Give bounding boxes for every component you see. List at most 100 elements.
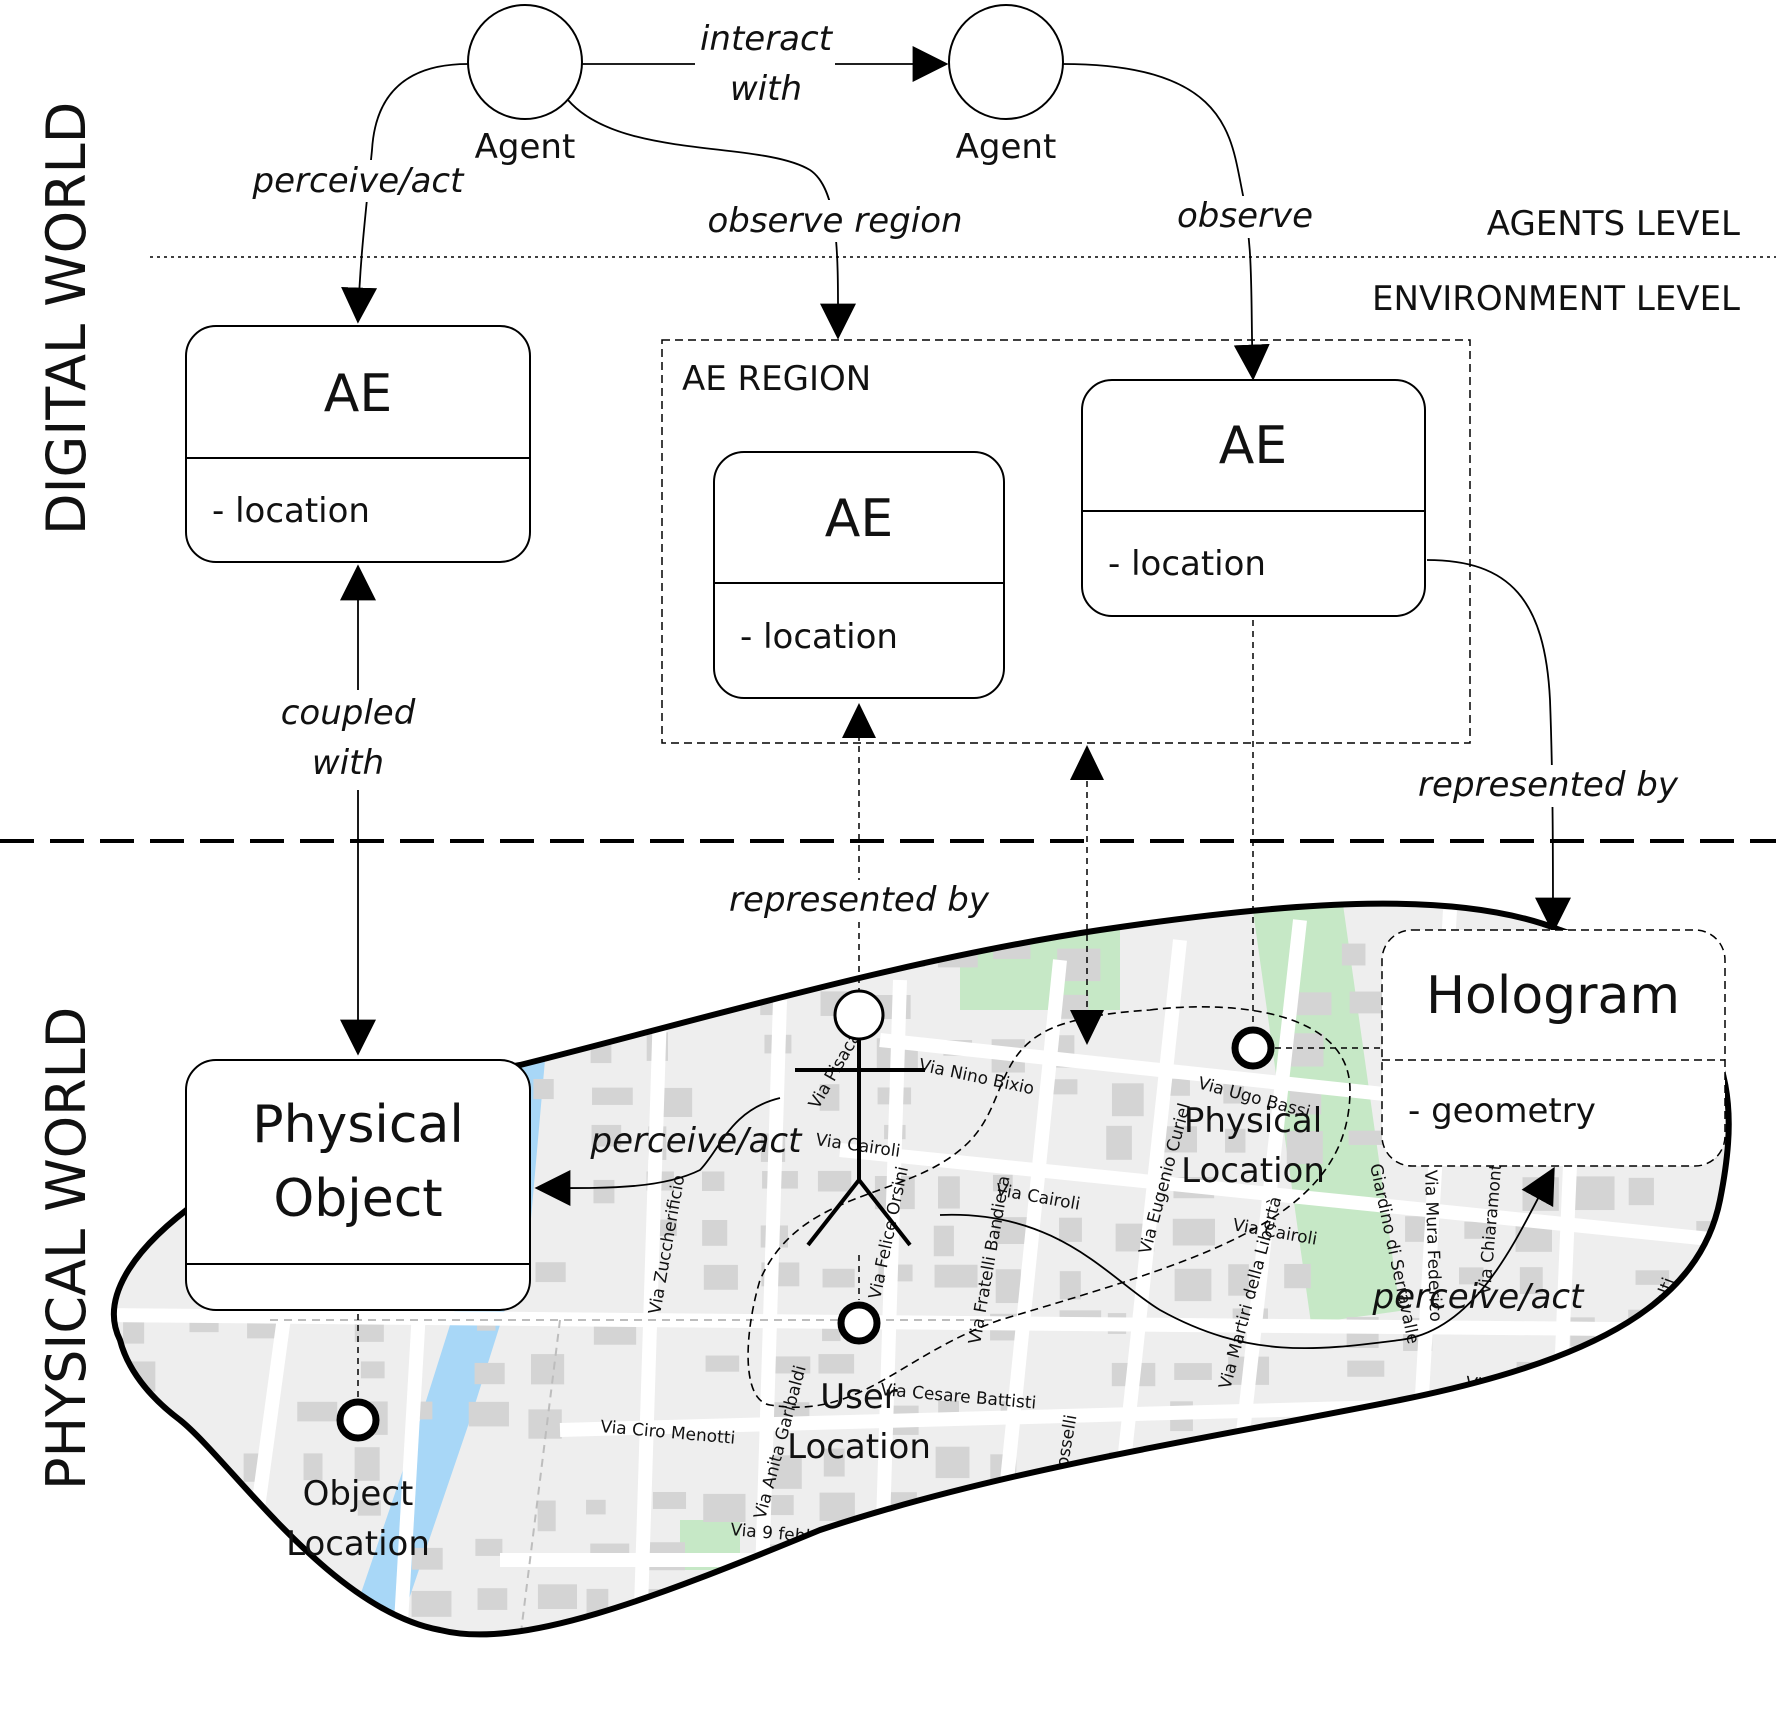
observe-label: observe bbox=[1177, 196, 1313, 236]
ae-box-3-attr: - location bbox=[1108, 544, 1266, 584]
map-building bbox=[1458, 1543, 1493, 1562]
map-building bbox=[126, 941, 152, 965]
map-building bbox=[1405, 1639, 1446, 1667]
map-building bbox=[1464, 1221, 1490, 1239]
map-building bbox=[535, 1262, 566, 1283]
map-building bbox=[1001, 1547, 1034, 1574]
map-building bbox=[1403, 1452, 1439, 1469]
map-building bbox=[642, 949, 668, 981]
map-building bbox=[1571, 1639, 1599, 1668]
map-building bbox=[1225, 1128, 1246, 1153]
map-building bbox=[1113, 1542, 1135, 1566]
map-building bbox=[537, 1500, 556, 1532]
map-building bbox=[1059, 1217, 1082, 1242]
map-building bbox=[1513, 1544, 1540, 1562]
map-building bbox=[1164, 1590, 1198, 1618]
map-building bbox=[823, 1448, 845, 1477]
map-building bbox=[1693, 1497, 1729, 1516]
map-building bbox=[1513, 1404, 1552, 1439]
label-bg bbox=[1420, 765, 1680, 807]
map-building bbox=[1519, 1267, 1543, 1295]
map-building bbox=[1167, 1447, 1208, 1471]
map-building bbox=[1688, 1591, 1708, 1616]
map-building bbox=[649, 1630, 681, 1635]
map-building bbox=[1463, 1591, 1489, 1606]
map-building bbox=[995, 1269, 1021, 1304]
map-building bbox=[475, 1538, 503, 1556]
label-bg bbox=[1175, 196, 1315, 238]
map-building bbox=[1107, 1496, 1126, 1512]
map-building bbox=[1059, 1271, 1081, 1300]
map-building bbox=[1291, 992, 1332, 1016]
map-building bbox=[819, 1492, 855, 1521]
user-region-outline bbox=[747, 1006, 1351, 1408]
map-building bbox=[1459, 1267, 1484, 1285]
map-building bbox=[1050, 1079, 1078, 1095]
map-building bbox=[419, 1640, 449, 1656]
map-building bbox=[586, 1499, 606, 1515]
map-building bbox=[303, 1632, 325, 1635]
interact-label-1: interact bbox=[700, 19, 834, 59]
map-building bbox=[357, 1500, 381, 1516]
map-building bbox=[477, 1588, 508, 1610]
map-building bbox=[1286, 1131, 1323, 1165]
represented-by-hologram-arrow bbox=[1426, 559, 1571, 934]
label-bg bbox=[250, 160, 465, 202]
object-location-label-2: Location bbox=[286, 1524, 430, 1564]
map-building bbox=[817, 1540, 850, 1567]
map-building bbox=[817, 1170, 852, 1192]
map-building bbox=[1571, 1176, 1615, 1211]
map-building bbox=[818, 1354, 855, 1374]
map-building bbox=[1223, 1081, 1245, 1104]
label-bg bbox=[730, 880, 990, 922]
physical-location-marker bbox=[1231, 1026, 1275, 1070]
map-building bbox=[1223, 1546, 1245, 1573]
map-building bbox=[1232, 1630, 1258, 1635]
physical-object-line2: Object bbox=[273, 1169, 442, 1229]
map-building bbox=[874, 1584, 918, 1609]
map-building bbox=[178, 948, 213, 972]
physical-object-line1: Physical bbox=[252, 1095, 464, 1155]
agent-node-2 bbox=[948, 4, 1064, 120]
map-building bbox=[1635, 1270, 1670, 1285]
arrowhead bbox=[1070, 745, 1104, 780]
map-building bbox=[468, 992, 489, 1015]
map-building bbox=[587, 941, 627, 963]
map-building bbox=[939, 1633, 977, 1635]
hologram-box: Hologram - geometry bbox=[1381, 929, 1726, 1167]
ae-box-1-attr: - location bbox=[212, 491, 370, 531]
map-building bbox=[878, 1632, 909, 1635]
map-building bbox=[591, 1124, 622, 1147]
coupled-label-1: coupled bbox=[281, 693, 416, 733]
object-location-label-1: Object bbox=[303, 1474, 414, 1514]
ae-box-1-title: AE bbox=[324, 364, 392, 424]
agents-level-label: AGENTS LEVEL bbox=[1487, 204, 1740, 244]
map-building bbox=[1348, 1130, 1385, 1145]
map-building bbox=[297, 1401, 338, 1422]
user-location-label-2: Location bbox=[787, 1427, 931, 1467]
map-building bbox=[1462, 1446, 1483, 1479]
ae-box-3-title: AE bbox=[1219, 416, 1287, 476]
map-building bbox=[1691, 1354, 1715, 1385]
user-location-label-1: User bbox=[820, 1377, 898, 1417]
map-building bbox=[303, 1033, 331, 1057]
map-building bbox=[702, 946, 732, 976]
map-building bbox=[1117, 1593, 1146, 1612]
map-building bbox=[240, 1638, 267, 1665]
physical-location-label-2: Location bbox=[1181, 1151, 1325, 1191]
map-building bbox=[652, 1492, 687, 1509]
map-building bbox=[1172, 1218, 1215, 1246]
map-building bbox=[1168, 1543, 1194, 1568]
ae-region-label: AE REGION bbox=[682, 359, 871, 399]
map-building bbox=[818, 944, 840, 960]
map-building bbox=[938, 1176, 960, 1209]
observe-region-label: observe region bbox=[707, 201, 962, 241]
perceive-act-arrow-top bbox=[341, 63, 469, 324]
map-building bbox=[127, 1453, 170, 1470]
map-building bbox=[703, 1493, 746, 1523]
coupled-label-2: with bbox=[312, 743, 384, 783]
map-building bbox=[1339, 1591, 1382, 1623]
map-building bbox=[992, 1174, 1013, 1192]
